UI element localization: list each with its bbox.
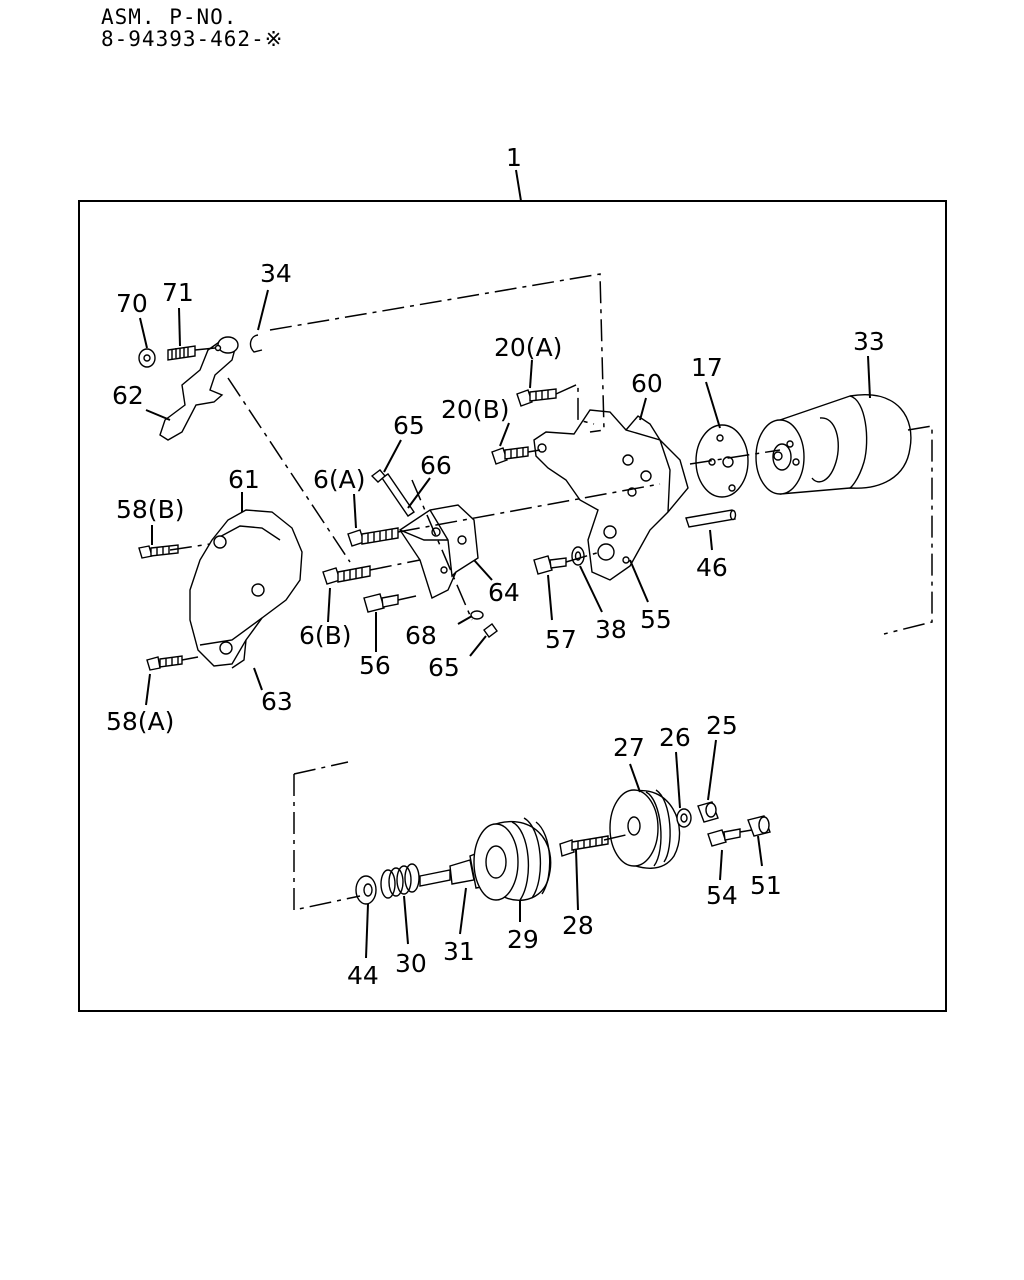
callout-63: 63: [261, 687, 293, 716]
part-20a-bolt: [516, 388, 557, 407]
callout-62: 62: [112, 381, 144, 410]
part-17-plate: [695, 424, 749, 498]
part-30-spring: [380, 863, 420, 899]
callout-44: 44: [347, 961, 379, 990]
leader-lines: [139, 289, 871, 959]
callout-17: 17: [691, 353, 723, 382]
part-55-bracket: [533, 409, 689, 581]
part-44-washer: [355, 875, 377, 905]
callout-20a: 20(A): [494, 333, 562, 362]
part-58b-bolt: [138, 544, 179, 559]
callout-25: 25: [706, 711, 738, 740]
callout-6b: 6(B): [299, 621, 352, 650]
part-66-pin: [381, 473, 415, 517]
callout-6a: 6(A): [313, 465, 366, 494]
callout-60: 60: [631, 369, 663, 398]
callout-71: 71: [162, 278, 194, 307]
callout-31: 31: [443, 937, 475, 966]
callout-58b: 58(B): [116, 495, 184, 524]
part-6a-bolt: [347, 527, 399, 547]
part-27-pulley: [609, 789, 681, 869]
callout-54: 54: [706, 881, 738, 910]
callout-58a: 58(A): [106, 707, 174, 736]
callout-27: 27: [613, 733, 645, 762]
part-38-washer: [571, 546, 585, 566]
callout-70: 70: [116, 289, 148, 318]
callout-34: 34: [260, 259, 292, 288]
callout-56: 56: [359, 651, 391, 680]
callout-65-top: 65: [393, 411, 425, 440]
assembly-part-number: 8-94393-462-※: [101, 27, 284, 51]
assembly-centerlines: [169, 273, 933, 911]
part-25-nut: [697, 801, 719, 823]
part-34-clip: [249, 334, 263, 353]
part-65-clip-top: [370, 469, 386, 483]
part-62-bracket: [159, 336, 239, 441]
leader-1: [515, 169, 522, 202]
callout-66: 66: [420, 451, 452, 480]
callout-38: 38: [595, 615, 627, 644]
part-28-bolt: [559, 835, 609, 857]
part-46-pin: [685, 509, 737, 528]
part-54-bolt: [707, 828, 741, 847]
callout-55: 55: [640, 605, 672, 634]
callout-64: 64: [488, 578, 520, 607]
assembly-part-number-label: ASM. P-NO.: [101, 5, 238, 29]
part-57-bolt: [533, 555, 567, 575]
callout-28: 28: [562, 911, 594, 940]
part-20b-bolt: [491, 446, 529, 465]
callout-30: 30: [395, 949, 427, 978]
part-51-cap: [747, 815, 771, 837]
part-63-cover: [189, 509, 303, 669]
callout-61: 61: [228, 465, 260, 494]
part-71-bolt: [167, 345, 216, 361]
callout-29: 29: [507, 925, 539, 954]
part-33-pulley: [755, 394, 912, 495]
part-26-washer: [676, 808, 692, 828]
callout-20b: 20(B): [441, 395, 509, 424]
part-56-bolt: [363, 593, 399, 613]
callout-51: 51: [750, 871, 782, 900]
callout-1: 1: [506, 143, 522, 172]
part-68-washer: [470, 610, 484, 620]
part-70-nut: [138, 348, 156, 368]
callout-57: 57: [545, 625, 577, 654]
callout-26: 26: [659, 723, 691, 752]
part-6b-bolt: [322, 565, 371, 585]
callout-46: 46: [696, 553, 728, 582]
part-29-pulley: [473, 817, 552, 902]
part-58a-bolt: [146, 655, 183, 671]
part-65-clip-bottom: [483, 623, 498, 638]
callout-68: 68: [405, 621, 437, 650]
callout-33: 33: [853, 327, 885, 356]
callout-65-bottom: 65: [428, 653, 460, 682]
assembly-frame: [78, 200, 947, 1012]
